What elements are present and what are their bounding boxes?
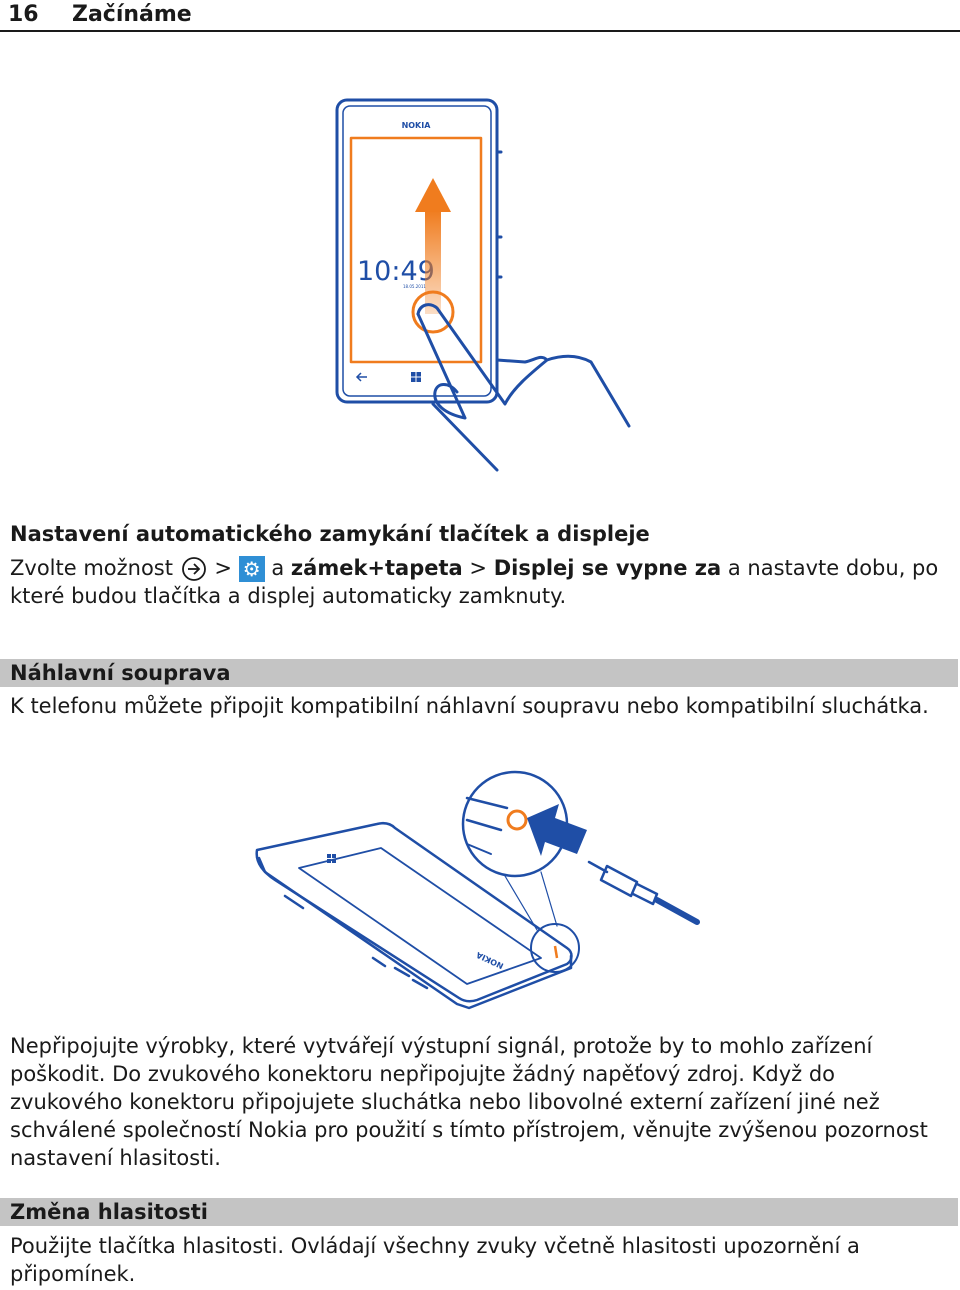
insert-arrow-icon <box>527 804 587 856</box>
up-arrow-icon <box>415 178 451 314</box>
headset-jack-icon <box>587 860 700 925</box>
phone-brand: NOKIA <box>402 121 432 130</box>
settings-gear-icon[interactable]: ⚙ <box>238 556 265 582</box>
back-arrow-icon <box>355 372 367 382</box>
separator-arrow: > <box>214 556 232 580</box>
audio-jack-port <box>506 809 528 831</box>
option-display-timeout[interactable]: Displej se vypne za <box>493 556 722 580</box>
instruction-and: a <box>271 556 285 580</box>
windows-logo-icon <box>411 372 421 382</box>
page-header: 16 Začínáme <box>0 0 960 32</box>
chapter-title: Začínáme <box>72 2 192 27</box>
phone-screen <box>349 136 483 364</box>
auto-lock-heading: Nastavení automatického zamykání tlačíte… <box>10 522 650 546</box>
instruction-choose: Zvolte možnost <box>10 556 173 580</box>
windows-logo-small-icon <box>327 854 336 863</box>
phone-body <box>335 98 499 404</box>
phone-brand-2: NOKIA <box>474 950 505 971</box>
headset-heading: Náhlavní souprava <box>0 659 958 687</box>
headset-connection-illustration: NOKIA <box>255 770 700 1010</box>
volume-paragraph: Použijte tlačítka hlasitosti. Ovládají v… <box>10 1234 860 1286</box>
lock-screen-illustration: NOKIA 10:49 18.05.2011 <box>335 98 631 472</box>
auto-lock-instructions: Zvolte možnost > ⚙ a zámek+tapeta > Disp… <box>10 554 955 610</box>
page-number: 16 <box>8 2 39 27</box>
lock-date: 18.05.2011 <box>403 284 426 289</box>
option-lock-wallpaper[interactable]: zámek+tapeta <box>290 556 463 580</box>
touch-circle-icon <box>411 290 455 334</box>
hand-icon <box>416 303 631 472</box>
separator-arrow-2: > <box>469 556 487 580</box>
arrow-circle-icon[interactable] <box>180 556 208 582</box>
headset-paragraph: K telefonu můžete připojit kompatibilní … <box>10 694 929 718</box>
instruction-rest: a nastavte dobu, po které budou tlačítka… <box>10 556 939 608</box>
volume-heading: Změna hlasitosti <box>0 1198 958 1226</box>
lock-time: 10:49 <box>357 256 435 287</box>
warning-paragraph: Nepřipojujte výrobky, které vytvářejí vý… <box>10 1034 928 1170</box>
